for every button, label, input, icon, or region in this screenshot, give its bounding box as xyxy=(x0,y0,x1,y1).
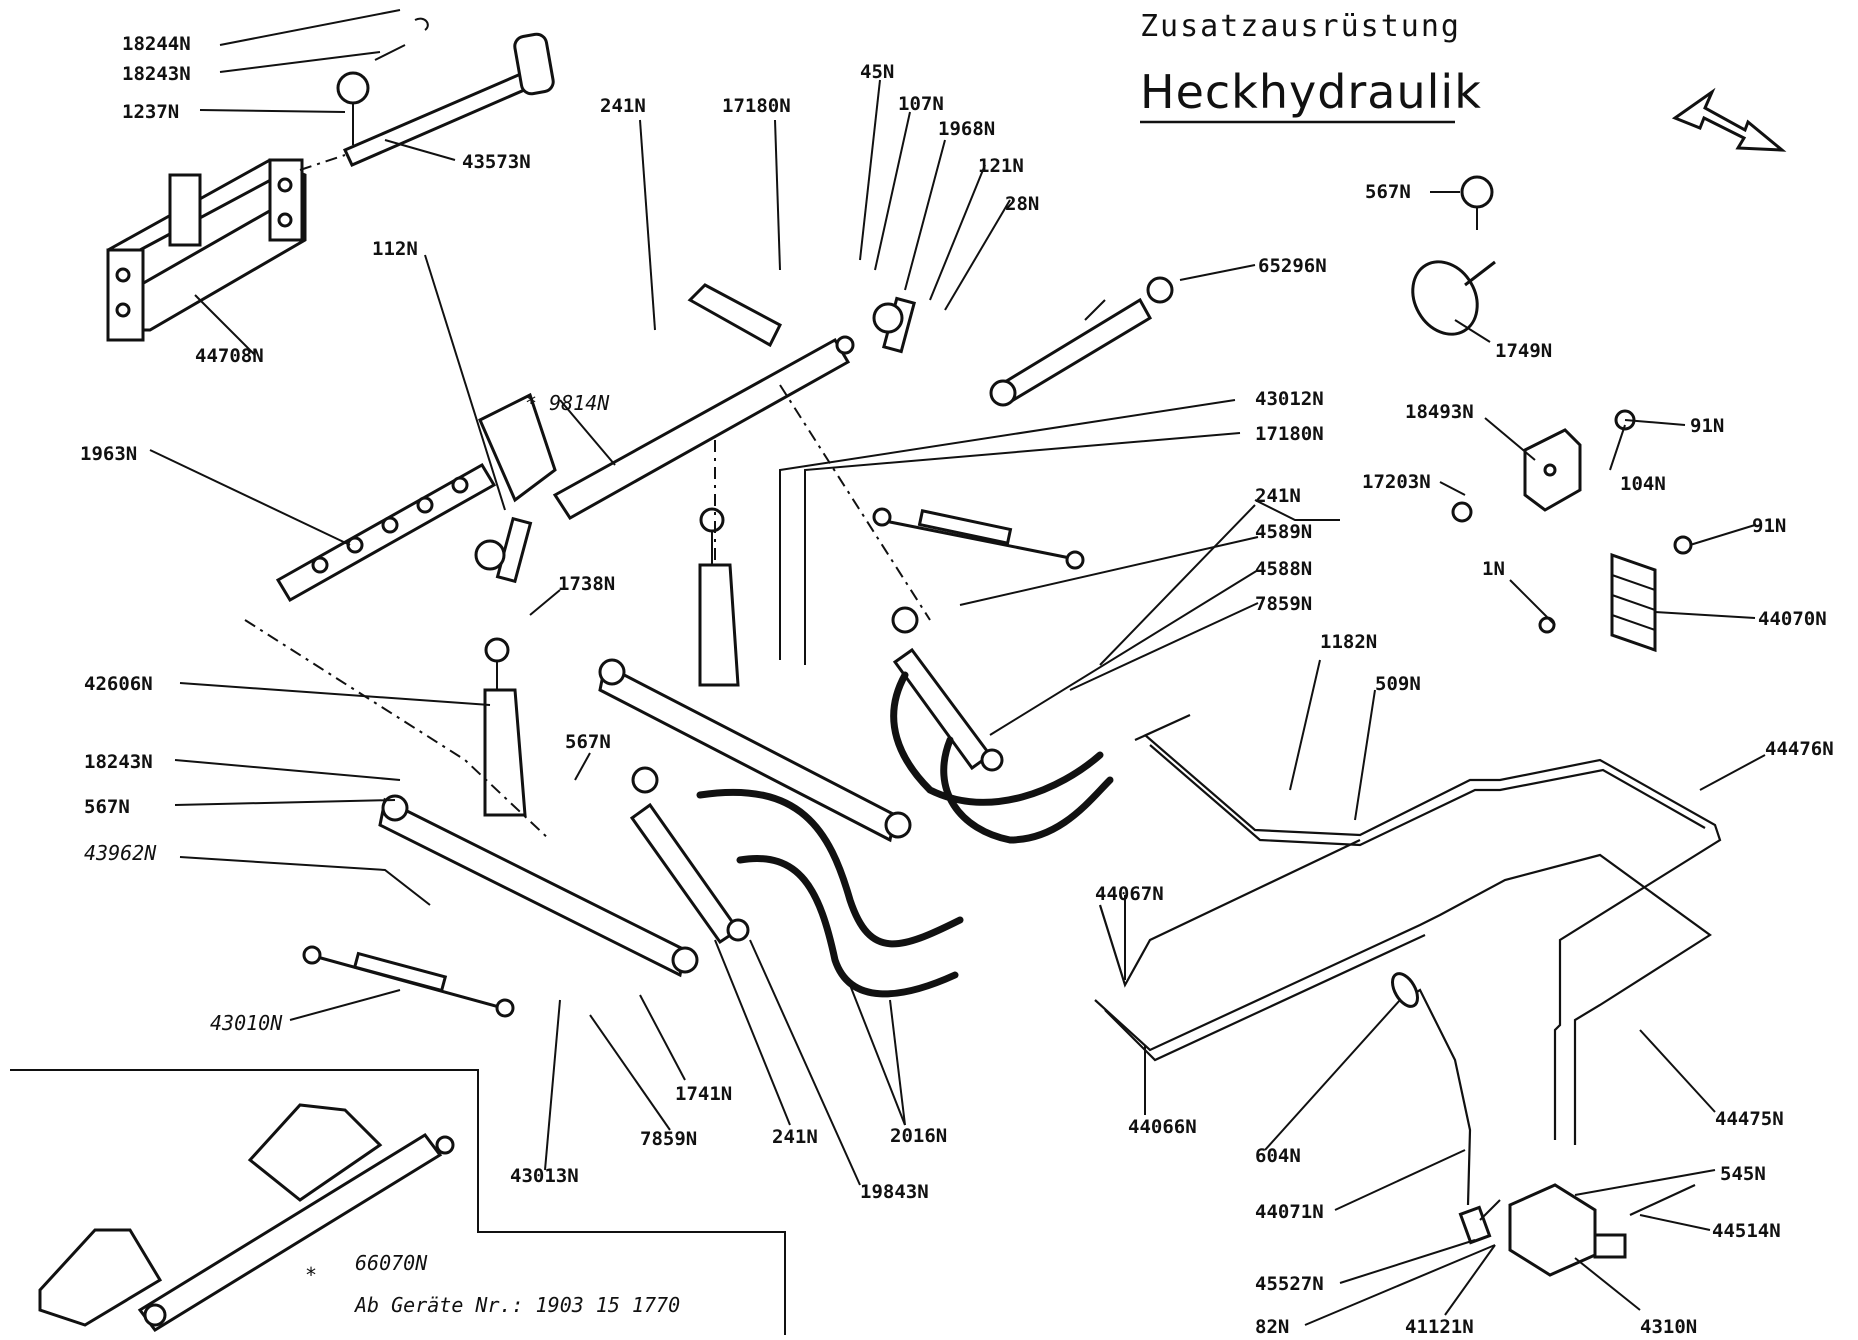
lift-arm-42606N xyxy=(483,637,527,817)
label-1749N: 1749N xyxy=(1495,340,1552,362)
label-7859N: 7859N xyxy=(1255,593,1312,615)
valve-4310N xyxy=(1458,1183,1696,1277)
lift-arm-upper xyxy=(698,507,740,687)
turnbuckle-lower xyxy=(302,945,515,1018)
cylinder-19843N xyxy=(629,766,750,945)
label-43010N: 43010N xyxy=(210,1011,283,1035)
label-43962N: 43962N xyxy=(84,841,157,865)
note-part: 66070N xyxy=(355,1251,428,1275)
label-1741N: 1741N xyxy=(675,1083,732,1105)
label-82N: 82N xyxy=(1255,1316,1289,1338)
lower-link-43013N xyxy=(378,794,699,978)
label-112N: 112N xyxy=(372,238,418,260)
label-241N-c: 241N xyxy=(772,1126,818,1148)
label-567N: 567N xyxy=(1365,181,1411,203)
label-121N: 121N xyxy=(978,155,1024,177)
plate-44070N xyxy=(1538,535,1693,653)
bracket-left xyxy=(474,516,533,584)
label-107N: 107N xyxy=(898,93,944,115)
hose-right-a xyxy=(890,671,1104,806)
label-44071N: 44071N xyxy=(1255,1201,1324,1223)
knob-1749N xyxy=(1411,175,1496,336)
label-1237N: 1237N xyxy=(122,101,179,123)
label-18493N: 18493N xyxy=(1405,401,1474,423)
label-65296N: 65296N xyxy=(1258,255,1327,277)
bar-1963N xyxy=(275,462,497,603)
label-241N: 241N xyxy=(600,95,646,117)
label-9814N: * 9814N xyxy=(525,391,610,415)
frame-44708N xyxy=(106,158,307,342)
label-17180N-b: 17180N xyxy=(1255,423,1324,445)
pin-43573N xyxy=(336,17,555,167)
cylinder-right xyxy=(891,606,1004,772)
pipes xyxy=(1094,713,1722,1145)
hose-right-b xyxy=(940,736,1114,844)
alignment-line-b xyxy=(779,384,931,621)
part-labels: 18244N 18243N 1237N 43573N 44708N 241N 1… xyxy=(80,33,1834,1338)
label-91N-b: 91N xyxy=(1752,515,1786,537)
hose-2016N-a xyxy=(696,788,964,948)
label-44070N: 44070N xyxy=(1758,608,1827,630)
label-17203N: 17203N xyxy=(1362,471,1431,493)
label-4310N: 4310N xyxy=(1640,1316,1697,1338)
label-4589N: 4589N xyxy=(1255,521,1312,543)
label-1738N: 1738N xyxy=(558,573,615,595)
title-subtitle: Zusatzausrüstung xyxy=(1140,9,1461,44)
label-1968N: 1968N xyxy=(938,118,995,140)
label-17180N: 17180N xyxy=(722,95,791,117)
label-43012N: 43012N xyxy=(1255,388,1324,410)
shaft-66070N xyxy=(38,1103,455,1332)
label-43573N: 43573N xyxy=(462,151,531,173)
bracket-1968N xyxy=(872,296,917,354)
label-19843N: 19843N xyxy=(860,1181,929,1203)
label-18243N: 18243N xyxy=(122,63,191,85)
label-1963N: 1963N xyxy=(80,443,137,465)
label-241N-b: 241N xyxy=(1255,485,1301,507)
label-44066N: 44066N xyxy=(1128,1116,1197,1138)
label-1N: 1N xyxy=(1482,558,1505,580)
label-545N: 545N xyxy=(1720,1163,1766,1185)
label-45N: 45N xyxy=(860,61,894,83)
label-567N-b: 567N xyxy=(84,796,130,818)
label-43013N: 43013N xyxy=(510,1165,579,1187)
leader-lines xyxy=(149,9,1766,1326)
label-1182N: 1182N xyxy=(1320,631,1377,653)
label-18244N: 18244N xyxy=(122,33,191,55)
direction-arrow-icon xyxy=(1671,87,1787,152)
note-star: * xyxy=(305,1263,317,1287)
cylinder-65296N xyxy=(989,276,1174,407)
title-main: Heckhydraulik xyxy=(1140,65,1482,119)
label-2016N: 2016N xyxy=(890,1125,947,1147)
label-41121N: 41121N xyxy=(1405,1316,1474,1338)
label-45527N: 45527N xyxy=(1255,1273,1324,1295)
label-44476N: 44476N xyxy=(1765,738,1834,760)
label-44514N: 44514N xyxy=(1712,1220,1781,1242)
lever-604N xyxy=(1391,972,1472,1206)
label-91N: 91N xyxy=(1690,415,1724,437)
label-604N: 604N xyxy=(1255,1145,1301,1167)
block-18493N xyxy=(1451,409,1636,523)
lower-link-right xyxy=(598,658,912,843)
label-44708N: 44708N xyxy=(195,345,264,367)
cross-shaft-9814N xyxy=(478,283,855,520)
label-42606N: 42606N xyxy=(84,673,153,695)
turnbuckle-upper xyxy=(872,507,1085,570)
alignment-line-a xyxy=(244,619,551,841)
label-509N: 509N xyxy=(1375,673,1421,695)
label-567N-c: 567N xyxy=(565,731,611,753)
label-18243N-b: 18243N xyxy=(84,751,153,773)
label-44067N: 44067N xyxy=(1095,883,1164,905)
label-4588N: 4588N xyxy=(1255,558,1312,580)
label-28N: 28N xyxy=(1005,193,1039,215)
hose-2016N-b xyxy=(736,855,959,998)
inset-border xyxy=(10,1069,786,1335)
label-104N: 104N xyxy=(1620,473,1666,495)
label-44475N: 44475N xyxy=(1715,1108,1784,1130)
label-7859N-b: 7859N xyxy=(640,1128,697,1150)
note-text: Ab Geräte Nr.: 1903 15 1770 xyxy=(353,1293,680,1317)
